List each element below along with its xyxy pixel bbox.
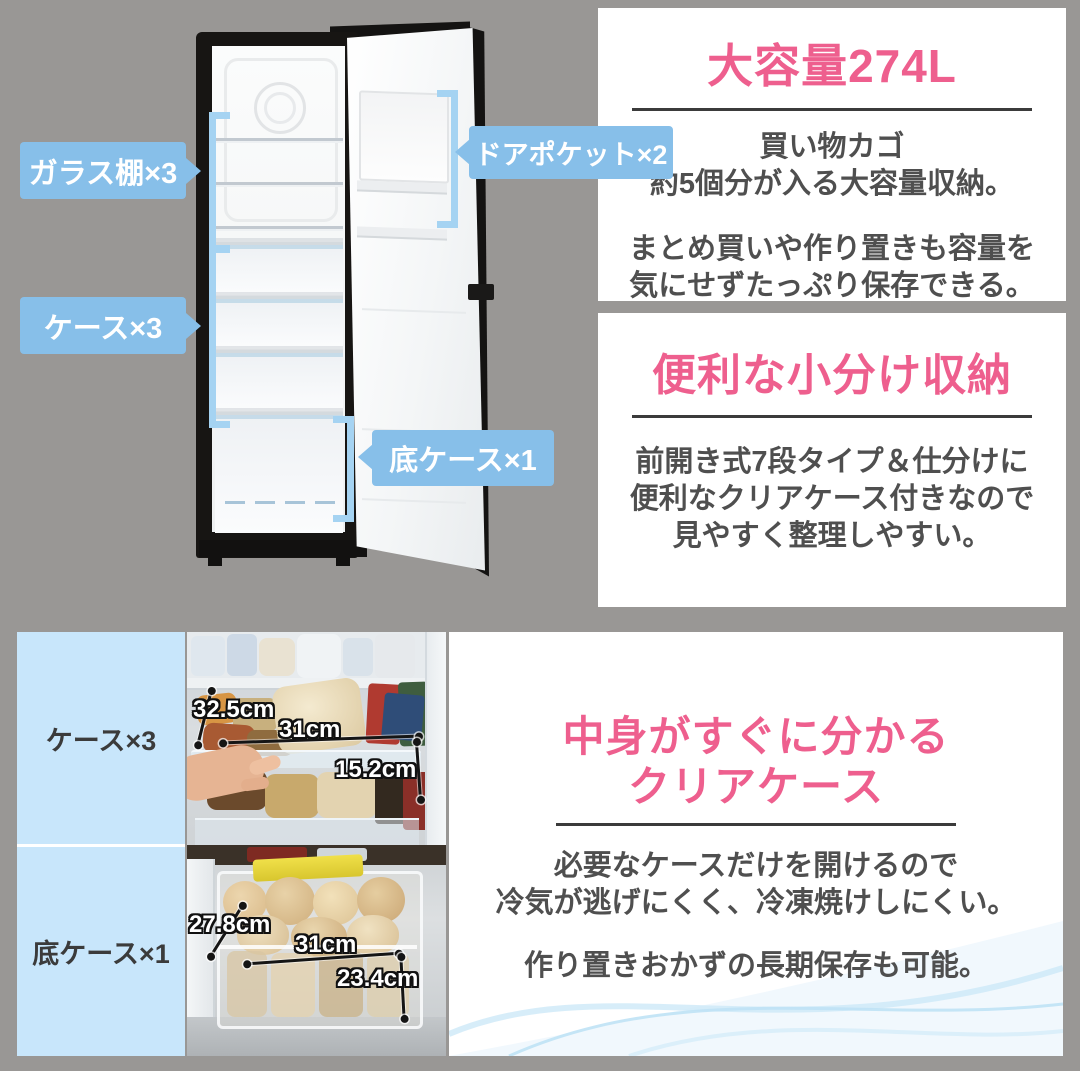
bottom-case-depth-measurement: 27.8cm [189, 911, 271, 938]
callout-glass-shelf: ガラス棚×3 [20, 142, 186, 199]
callout-bottom-case-label: 底ケース×1 [389, 445, 537, 477]
row-label-bottom-case: 底ケース×1 [17, 847, 185, 1056]
frozen-package [227, 634, 257, 676]
clear-case-title-line1: 中身がすぐに分かる [562, 713, 950, 760]
glass-shelf [214, 182, 343, 185]
freezer-door-hinge-pin [468, 284, 494, 300]
case-width-measurement: 31cm [279, 716, 341, 743]
clear-case-body-line: 必要なケースだけを開けるので [553, 850, 959, 883]
frozen-package [297, 634, 341, 678]
row-label-case-text: ケース×3 [45, 725, 157, 756]
food-item [317, 772, 377, 818]
drawer-lip [215, 415, 343, 419]
bread-item [319, 951, 363, 1017]
case-height-measurement: 15.2cm [335, 756, 417, 783]
callout-case: ケース×3 [20, 297, 186, 354]
freezer-case-drawer [215, 242, 343, 295]
drawer-dash [255, 501, 275, 504]
callout-door-pocket: ドアポケット×2 [469, 126, 673, 179]
frozen-package [259, 638, 295, 676]
capacity-body-line: まとめ買いや作り置きも容量を [628, 233, 1035, 266]
drawer-lip [215, 245, 343, 249]
capacity-body-line: 気にせずたっぷり保存できる。 [629, 270, 1035, 303]
clear-case-body-line: 冷気が逃げにくく、冷凍焼けしにくい。 [495, 887, 1017, 920]
freezer-bottom-case-drawer [215, 412, 343, 533]
capacity-body-line: 買い物カゴ [759, 131, 905, 163]
storage-body-line: 前開き式7段タイプ＆仕分けに [635, 446, 1029, 478]
freezer-foot [208, 557, 222, 566]
case-depth-measurement: 32.5cm [193, 696, 275, 723]
bottom-case-height-measurement: 23.4cm [337, 965, 419, 992]
drawer-lip [215, 299, 343, 303]
title-underline [632, 108, 1032, 111]
clear-case-panel: 中身がすぐに分かる クリアケース 必要なケースだけを開けるので 冷気が逃げにくく… [449, 632, 1063, 1056]
drawer-lip [215, 353, 343, 357]
callout-door-pocket-label: ドアポケット×2 [474, 140, 668, 170]
freezer-foot [336, 557, 350, 566]
floor [187, 1017, 446, 1056]
drawer-dash [315, 501, 335, 504]
door-pocket [359, 90, 449, 184]
capacity-body-line: 約5個分が入る大容量収納。 [649, 168, 1015, 201]
case-front-rail [217, 945, 417, 949]
storage-body-line: 便利なクリアケース付きなので [629, 483, 1035, 516]
callout-arrow-left-icon [358, 444, 373, 470]
freezer-side-wall [425, 632, 446, 845]
row-divider [17, 844, 185, 847]
bread-item [271, 953, 315, 1017]
bottom-case-width-measurement: 31cm [295, 931, 357, 958]
storage-body-line: 見やすく整理しやすい。 [672, 520, 992, 553]
case-photo: 32.5cm 31cm 15.2cm [187, 632, 446, 845]
freezer-side-wall [187, 859, 215, 1021]
callout-arrow-right-icon [186, 158, 201, 184]
bottom-case-bracket [333, 416, 354, 522]
glass-shelf [214, 138, 343, 141]
capacity-panel: 大容量274L 買い物カゴ 約5個分が入る大容量収納。 まとめ買いや作り置きも容… [598, 8, 1066, 302]
frozen-package [191, 636, 225, 676]
frozen-package [375, 634, 415, 678]
door-pocket-bracket [437, 90, 458, 228]
clear-case-title-line2: クリアケース [628, 762, 884, 810]
glass-shelf-bracket [209, 112, 230, 252]
wave-decoration [449, 921, 1063, 1056]
clear-case-body-line: 作り置きおかずの長期保存も可能。 [523, 950, 988, 983]
frozen-package [343, 638, 373, 676]
freezer-vent-circle [254, 82, 306, 134]
freezer-vent-inner-circle [264, 92, 296, 124]
callout-case-label: ケース×3 [43, 312, 163, 345]
capacity-panel-title: 大容量274L [707, 40, 957, 92]
glass-shelf [214, 226, 343, 229]
drawer-dash [285, 501, 305, 504]
bottom-case-photo: 27.8cm 31cm 23.4cm [187, 845, 446, 1056]
case-bracket [209, 246, 230, 428]
row-label-bottom-case-text: 底ケース×1 [32, 939, 170, 969]
callout-arrow-right-icon [186, 313, 201, 339]
freezer-case-drawer [215, 350, 343, 411]
storage-panel-title: 便利な小分け収納 [652, 351, 1012, 400]
row-label-case: ケース×3 [17, 632, 185, 844]
title-underline [556, 823, 956, 827]
drawer-dash [225, 501, 245, 504]
freezer-case-drawer [215, 296, 343, 349]
title-underline [632, 415, 1032, 418]
bread-item [291, 917, 347, 957]
food-item [265, 774, 319, 818]
freezer-base [199, 540, 367, 557]
callout-glass-shelf-label: ガラス棚×3 [28, 157, 178, 190]
callout-arrow-left-icon [455, 139, 470, 165]
drawer-glass-front [195, 818, 419, 845]
callout-bottom-case: 底ケース×1 [372, 430, 554, 486]
storage-panel: 便利な小分け収納 前開き式7段タイプ＆仕分けに 便利なクリアケース付きなので 見… [598, 313, 1066, 607]
